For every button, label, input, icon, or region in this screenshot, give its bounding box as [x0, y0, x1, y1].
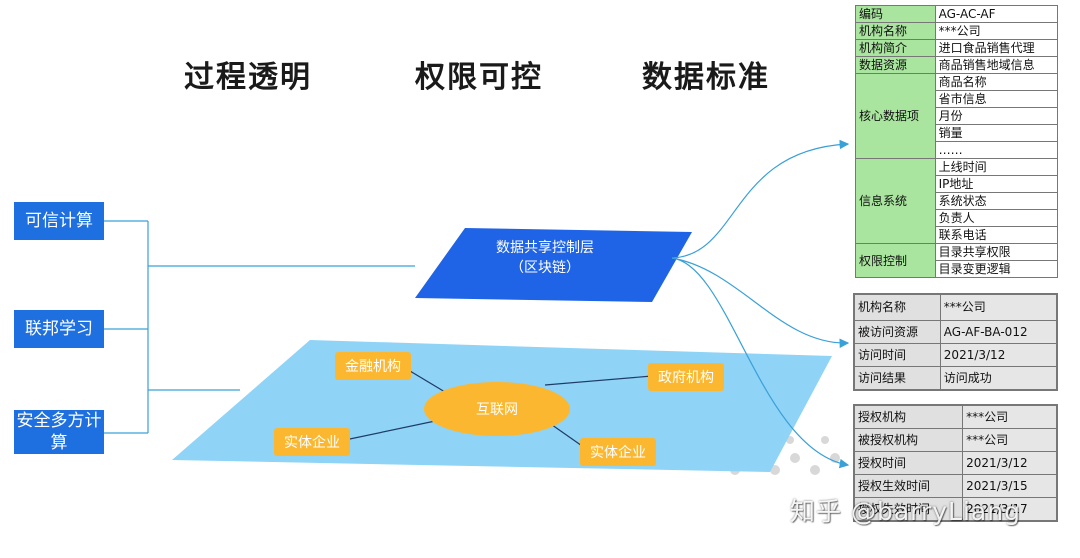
table-row: 权限控制 目录共享权限: [855, 243, 1059, 278]
control-layer: [415, 228, 692, 302]
auth-value: 2021/3/12: [962, 451, 1058, 475]
auth-key: 授权生效时间: [853, 474, 964, 498]
table-row: 访问时间 2021/3/12: [853, 342, 1058, 367]
access-value: AG-AF-BA-012: [939, 319, 1058, 344]
catalog-value-code: AG-AC-AF: [934, 5, 1059, 23]
catalog-core-item: 月份: [934, 107, 1059, 125]
access-key: 访问结果: [853, 365, 941, 390]
table-row: 被访问资源 AG-AF-BA-012: [853, 319, 1058, 344]
auth-key: 授权机构: [853, 404, 964, 429]
access-key: 被访问资源: [853, 319, 941, 344]
access-value: ***公司: [939, 293, 1058, 321]
catalog-permission-item: 目录共享权限: [934, 243, 1059, 261]
catalog-key-data-resource: 数据资源: [855, 56, 936, 74]
auth-value: ***公司: [962, 404, 1058, 429]
capability-bracket: [104, 220, 415, 434]
auth-value: 2021/3/15: [962, 474, 1058, 498]
catalog-info-item: 联系电话: [934, 226, 1059, 244]
table-row: ……: [856, 141, 1059, 159]
catalog-table: 编码 AG-AC-AF 机构名称 ***公司 机构简介 进口食品销售代理 数据资…: [855, 5, 1059, 278]
table-row: 授权生效时间 2021/3/15: [853, 474, 1058, 498]
catalog-core-item: ……: [934, 141, 1059, 159]
internet-hub: 互联网: [424, 382, 570, 436]
catalog-core-item: 商品名称: [934, 73, 1059, 91]
access-value: 访问成功: [939, 365, 1058, 390]
capability-trusted-computing: 可信计算: [14, 202, 104, 240]
capability-secure-mpc: 安全多方计算: [14, 410, 104, 454]
table-row: 信息系统 上线时间: [855, 158, 1059, 244]
table-row: 授权失效时间 2021/3/17: [853, 497, 1058, 522]
catalog-info-item: 负责人: [934, 209, 1059, 227]
table-arrows: [671, 139, 850, 469]
control-layer-title: 数据共享控制层: [496, 240, 594, 256]
catalog-core-item: 省市信息: [934, 90, 1059, 108]
catalog-info-item: 上线时间: [934, 158, 1059, 176]
heading-process-transparent: 过程透明: [184, 60, 312, 95]
table-row: 目录变更逻辑: [856, 260, 1059, 278]
catalog-key-code: 编码: [855, 5, 936, 23]
table-row: 访问结果 访问成功: [853, 365, 1058, 390]
table-row: 机构名称 ***公司: [855, 22, 1059, 40]
table-row: 机构名称 ***公司: [853, 293, 1058, 321]
auth-value: ***公司: [962, 428, 1058, 452]
table-row: 授权时间 2021/3/12: [853, 451, 1058, 475]
authorization-table: 授权机构 ***公司 被授权机构 ***公司 授权时间 2021/3/12 授权…: [853, 404, 1058, 522]
control-layer-label: 数据共享控制层 （区块链）: [470, 238, 620, 278]
catalog-key-org-name: 机构名称: [855, 22, 936, 40]
catalog-info-item: 系统状态: [934, 192, 1059, 210]
catalog-value-data-resource: 商品销售地域信息: [934, 56, 1059, 74]
control-layer-subtitle: （区块链）: [510, 260, 580, 276]
catalog-value-org-name: ***公司: [934, 22, 1059, 40]
catalog-key-org-intro: 机构简介: [855, 39, 936, 57]
catalog-key-info-system: 信息系统: [855, 158, 936, 244]
catalog-permission-item: 目录变更逻辑: [934, 260, 1059, 278]
table-row: 授权机构 ***公司: [853, 404, 1058, 429]
auth-key: 授权时间: [853, 451, 964, 475]
catalog-info-item: IP地址: [934, 175, 1059, 193]
table-row: 数据资源 商品销售地域信息: [855, 56, 1059, 74]
access-log-table: 机构名称 ***公司 被访问资源 AG-AF-BA-012 访问时间 2021/…: [853, 293, 1058, 391]
table-row: 核心数据项 商品名称: [855, 73, 1059, 159]
catalog-key-permission: 权限控制: [855, 243, 936, 278]
auth-key: 被授权机构: [853, 428, 964, 452]
access-key: 机构名称: [853, 293, 941, 321]
table-row: 被授权机构 ***公司: [853, 428, 1058, 452]
catalog-core-item: 销量: [934, 124, 1059, 142]
auth-key: 授权失效时间: [853, 497, 964, 522]
table-row: 编码 AG-AC-AF: [855, 5, 1059, 23]
capability-federated-learning: 联邦学习: [14, 310, 104, 348]
node-enterprise-right: 实体企业: [580, 438, 656, 466]
auth-value: 2021/3/17: [962, 497, 1058, 522]
table-row: 机构简介 进口食品销售代理: [855, 39, 1059, 57]
watermark: 知乎 @barryLiang: [790, 497, 1021, 526]
heading-permission-controllable: 权限可控: [415, 60, 543, 95]
catalog-value-org-intro: 进口食品销售代理: [934, 39, 1059, 57]
node-government: 政府机构: [648, 363, 724, 391]
access-value: 2021/3/12: [939, 342, 1058, 367]
access-key: 访问时间: [853, 342, 941, 367]
catalog-key-core-items: 核心数据项: [855, 73, 936, 159]
node-financial-institution: 金融机构: [335, 352, 411, 380]
heading-data-standard: 数据标准: [642, 60, 770, 95]
node-enterprise-left: 实体企业: [274, 428, 350, 456]
